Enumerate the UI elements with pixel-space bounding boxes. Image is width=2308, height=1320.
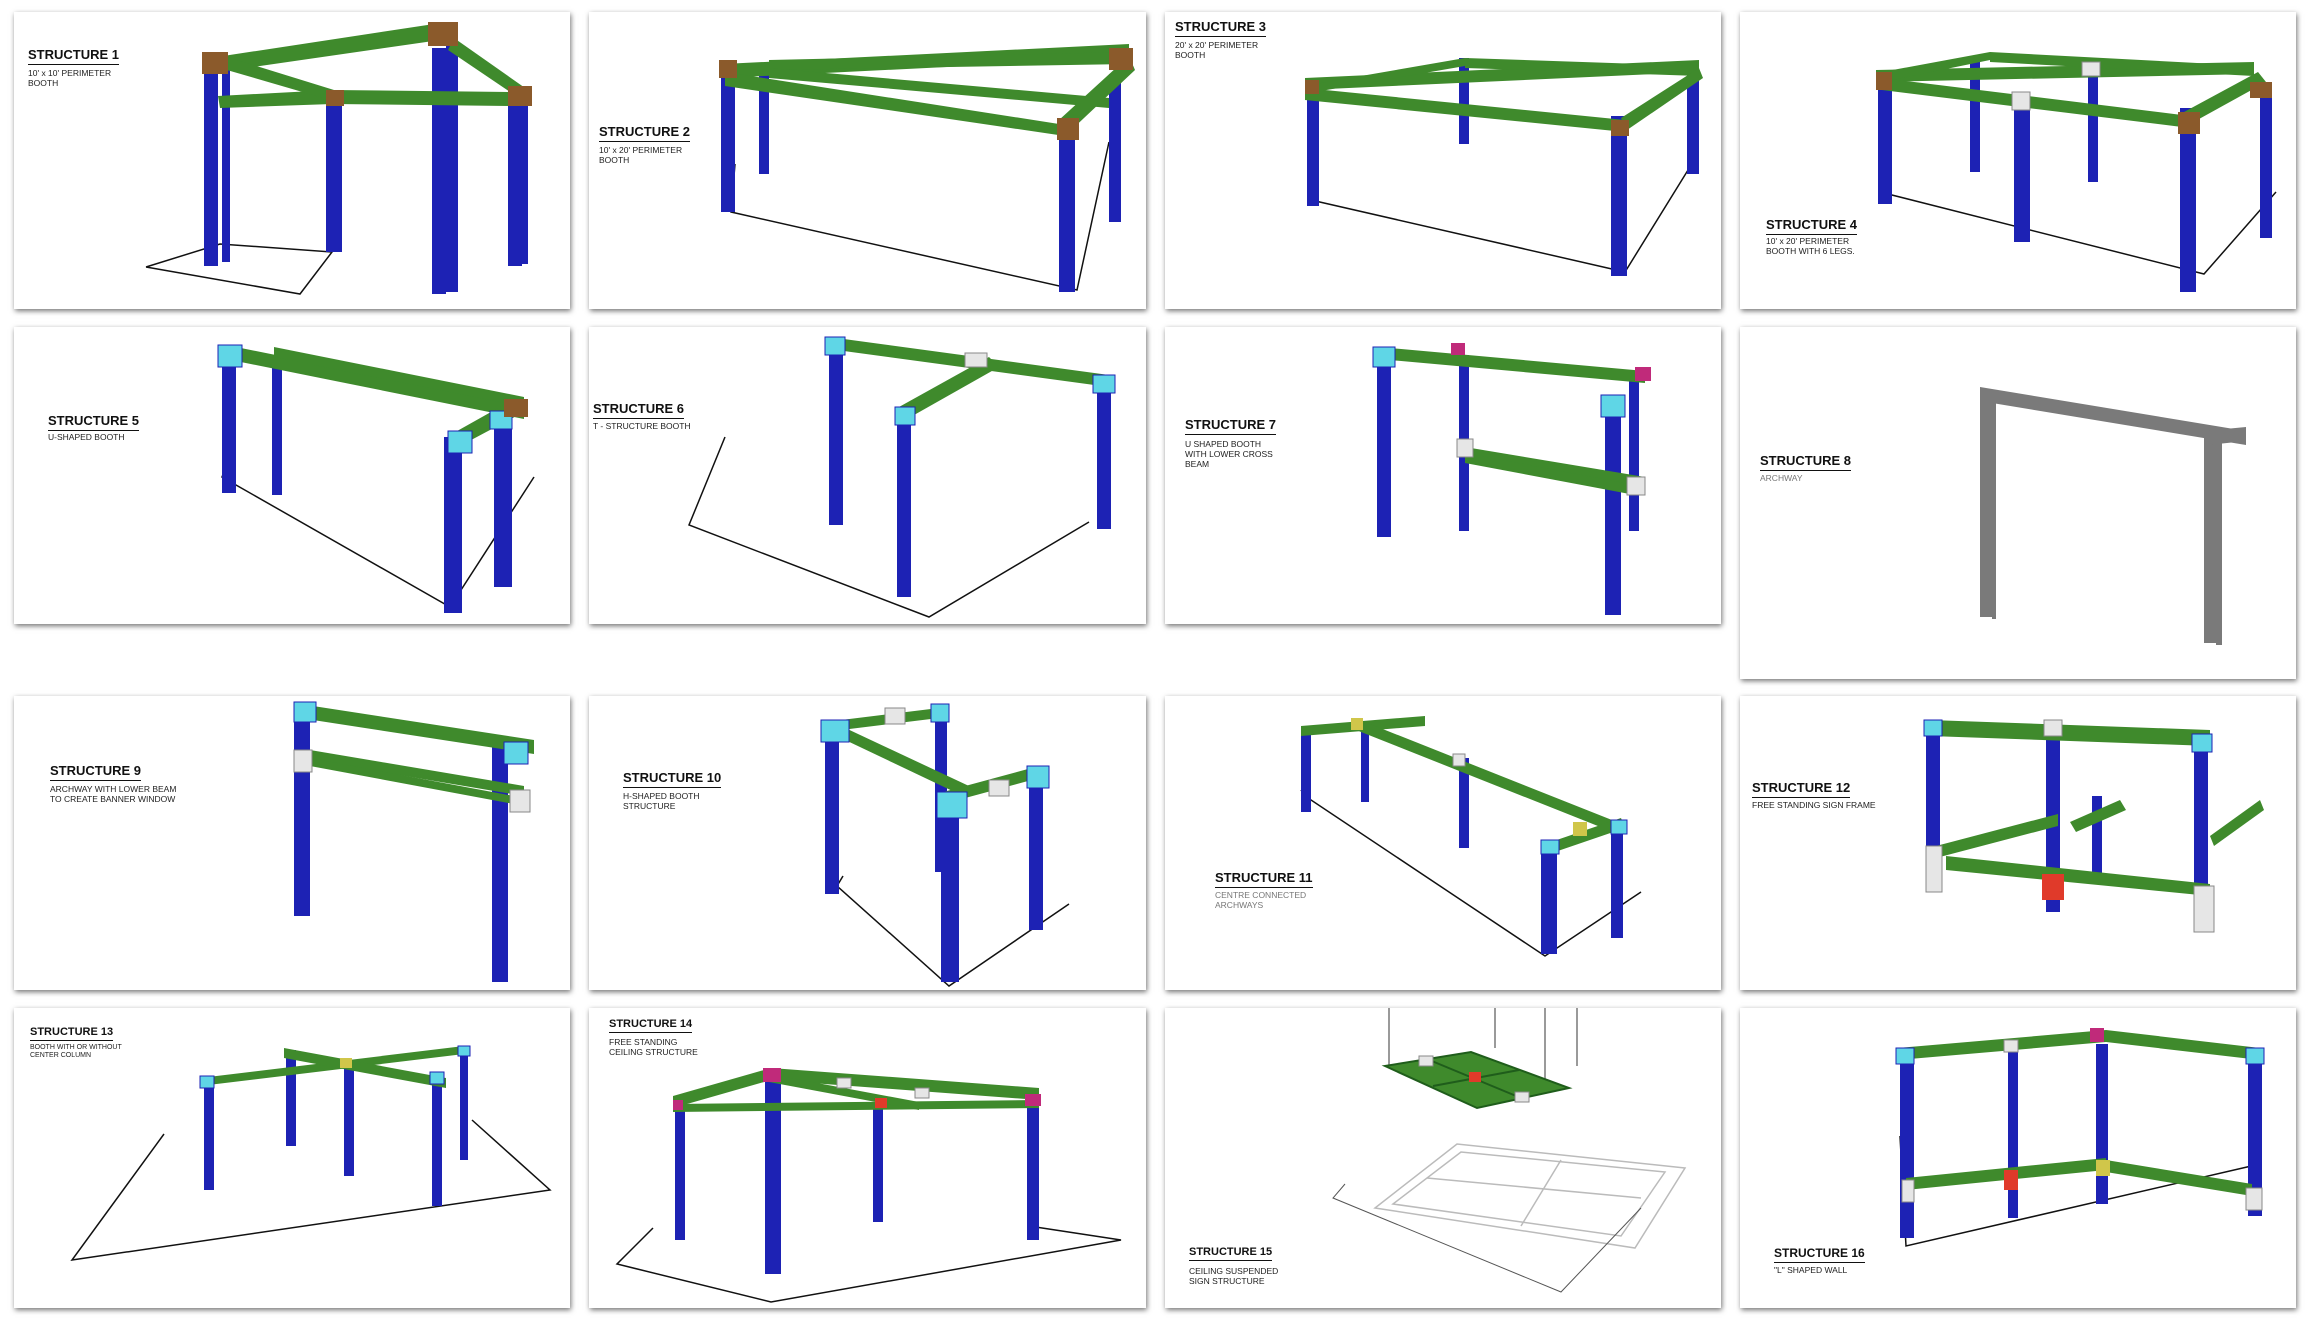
structure-10-title: STRUCTURE 10	[623, 770, 722, 788]
structure-3-drawing	[1305, 58, 1703, 276]
structure-6-title: STRUCTURE 6	[593, 401, 685, 419]
structure-card-16[interactable]: STRUCTURE 16 "L" SHAPED WALL	[1740, 1008, 2296, 1308]
structure-4-description: 10' x 20' PERIMETER BOOTH WITH 6 LEGS.	[1766, 236, 1855, 256]
structure-16-description: "L" SHAPED WALL	[1774, 1265, 1848, 1275]
structure-5-description: U-SHAPED BOOTH	[48, 432, 125, 442]
structure-card-9[interactable]: STRUCTURE 9 ARCHWAY WITH LOWER BEAM TO C…	[14, 696, 570, 990]
structure-2-drawing	[719, 44, 1135, 292]
structure-13-title: STRUCTURE 13	[30, 1026, 114, 1041]
structure-11-description: CENTRE CONNECTED ARCHWAYS	[1215, 890, 1307, 910]
structure-card-3[interactable]: STRUCTURE 3 20' x 20' PERIMETER BOOTH	[1165, 12, 1721, 309]
structure-1-legs	[204, 42, 528, 294]
structure-15-title: STRUCTURE 15	[1189, 1246, 1273, 1261]
structure-12-description: FREE STANDING SIGN FRAME	[1752, 800, 1876, 810]
structure-card-1[interactable]: STRUCTURE 1 10' x 10' PERIMETER BOOTH	[14, 12, 570, 309]
structure-card-8[interactable]: STRUCTURE 8 ARCHWAY	[1740, 327, 2296, 679]
structure-7-description: U SHAPED BOOTH WITH LOWER CROSS BEAM	[1185, 439, 1273, 469]
structure-card-5[interactable]: STRUCTURE 5 U-SHAPED BOOTH	[14, 327, 570, 624]
structure-3-description: 20' x 20' PERIMETER BOOTH	[1175, 40, 1259, 60]
structure-11-drawing	[1300, 716, 1642, 957]
structure-8-title: STRUCTURE 8	[1760, 453, 1852, 471]
structure-16-drawing	[1895, 1028, 2265, 1247]
structure-14-title: STRUCTURE 14	[609, 1018, 693, 1033]
structure-card-14[interactable]: STRUCTURE 14 FREE STANDING CEILING STRUC…	[589, 1008, 1146, 1308]
structure-7-title: STRUCTURE 7	[1185, 417, 1277, 435]
structure-1-drawing	[145, 22, 532, 295]
structure-card-10[interactable]: STRUCTURE 10 H-SHAPED BOOTH STRUCTURE	[589, 696, 1146, 990]
structure-14-drawing	[615, 1068, 1122, 1303]
structure-2-title: STRUCTURE 2	[599, 124, 691, 142]
structure-12-drawing	[1923, 719, 2264, 933]
structure-10-drawing	[820, 703, 1070, 987]
structure-15-drawing	[1332, 1008, 1687, 1293]
structure-card-6[interactable]: STRUCTURE 6 T - STRUCTURE BOOTH	[589, 327, 1146, 624]
structure-6-description: T - STRUCTURE BOOTH	[593, 421, 691, 431]
structure-6-drawing	[688, 336, 1116, 618]
structure-4-title: STRUCTURE 4	[1766, 217, 1858, 235]
structure-4-drawing	[1876, 52, 2277, 292]
structure-5-title: STRUCTURE 5	[48, 413, 140, 431]
structure-8-description: ARCHWAY	[1760, 473, 1803, 483]
structure-1-beams	[210, 24, 528, 108]
structure-10-description: H-SHAPED BOOTH STRUCTURE	[623, 791, 700, 811]
structure-16-title: STRUCTURE 16	[1774, 1246, 1865, 1263]
structure-1-corners	[202, 22, 532, 106]
structure-3-title: STRUCTURE 3	[1175, 19, 1267, 37]
structure-card-13[interactable]: STRUCTURE 13 BOOTH WITH OR WITHOUT CENTE…	[14, 1008, 570, 1308]
structure-13-description: BOOTH WITH OR WITHOUT CENTER COLUMN	[30, 1044, 122, 1059]
structure-13-drawing	[70, 1045, 552, 1262]
structure-9-title: STRUCTURE 9	[50, 763, 142, 781]
structure-8-drawing	[1980, 387, 2246, 645]
structure-1-title: STRUCTURE 1	[28, 47, 120, 65]
structure-card-15[interactable]: STRUCTURE 15 CEILING SUSPENDED SIGN STRU…	[1165, 1008, 1721, 1308]
structure-11-title: STRUCTURE 11	[1215, 870, 1313, 888]
structure-7-drawing	[1372, 343, 1651, 615]
structure-1-description: 10' x 10' PERIMETER BOOTH	[28, 68, 112, 88]
structure-card-12[interactable]: STRUCTURE 12 FREE STANDING SIGN FRAME	[1740, 696, 2296, 990]
structure-9-drawing	[293, 701, 534, 982]
structure-9-description: ARCHWAY WITH LOWER BEAM TO CREATE BANNER…	[50, 784, 177, 804]
structure-card-11[interactable]: STRUCTURE 11 CENTRE CONNECTED ARCHWAYS	[1165, 696, 1721, 990]
structure-12-title: STRUCTURE 12	[1752, 780, 1851, 798]
structure-15-description: CEILING SUSPENDED SIGN STRUCTURE	[1189, 1266, 1279, 1286]
structure-5-drawing	[217, 344, 535, 613]
structure-card-2[interactable]: STRUCTURE 2 10' x 20' PERIMETER BOOTH	[589, 12, 1146, 309]
structure-14-description: FREE STANDING CEILING STRUCTURE	[609, 1037, 698, 1057]
structure-2-description: 10' x 20' PERIMETER BOOTH	[599, 145, 683, 165]
structure-card-4[interactable]: STRUCTURE 4 10' x 20' PERIMETER BOOTH WI…	[1740, 12, 2296, 309]
structure-card-7[interactable]: STRUCTURE 7 U SHAPED BOOTH WITH LOWER CR…	[1165, 327, 1721, 624]
